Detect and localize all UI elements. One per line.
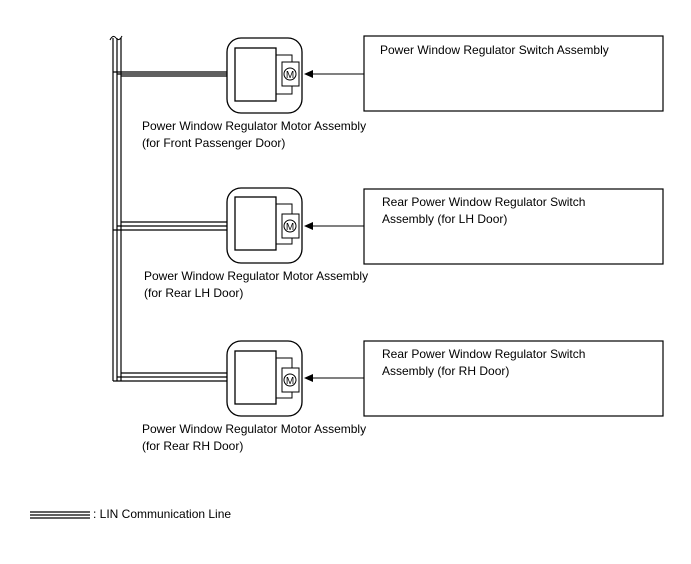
motor-label-line1: Power Window Regulator Motor Assembly xyxy=(144,269,369,283)
motor-assembly-front-passenger xyxy=(226,37,303,114)
switch-label-front-passenger: Power Window Regulator Switch Assembly xyxy=(380,42,609,59)
lin-bus-trunk xyxy=(109,35,123,381)
signal-arrow-front-passenger xyxy=(304,70,364,78)
motor-label-line2: (for Rear RH Door) xyxy=(142,439,244,453)
signal-arrow-rear-lh xyxy=(304,222,364,230)
motor-symbol: M xyxy=(286,222,294,233)
switch-label-rear-lh: Rear Power Window Regulator Switch Assem… xyxy=(382,194,585,228)
switch-label-rear-rh: Rear Power Window Regulator Switch Assem… xyxy=(382,346,585,380)
motor-label-line1: Power Window Regulator Motor Assembly xyxy=(142,119,367,133)
switch-box-front-passenger xyxy=(363,35,664,112)
switch-box-rear-rh xyxy=(363,340,664,417)
motor-label-rear-rh: Power Window Regulator Motor Assembly (f… xyxy=(142,421,366,455)
switch-label-line1: Rear Power Window Regulator Switch xyxy=(382,347,586,361)
legend-lin-line-symbol xyxy=(30,511,90,519)
signal-arrow-rear-rh xyxy=(304,374,364,382)
motor-label-front-passenger: Power Window Regulator Motor Assembly (f… xyxy=(142,118,366,152)
legend-lin-label: : LIN Communication Line xyxy=(93,507,232,521)
motor-assembly-rear-lh xyxy=(226,187,303,264)
motor-symbol: M xyxy=(286,376,294,387)
motor-label-line2: (for Front Passenger Door) xyxy=(142,136,286,150)
switch-box-rear-lh xyxy=(363,188,664,265)
motor-label-rear-lh: Power Window Regulator Motor Assembly (f… xyxy=(144,268,368,302)
lin-branch-rear-rh xyxy=(113,372,231,382)
motor-label-line2: (for Rear LH Door) xyxy=(144,286,244,300)
motor-assembly-rear-rh xyxy=(226,340,303,417)
switch-label-line1: Power Window Regulator Switch Assembly xyxy=(380,43,609,57)
lin-branch-front-passenger xyxy=(113,71,231,77)
motor-label-line1: Power Window Regulator Motor Assembly xyxy=(142,422,367,436)
switch-label-line2: Assembly (for RH Door) xyxy=(382,364,510,378)
motor-symbol: M xyxy=(286,70,294,81)
switch-label-line1: Rear Power Window Regulator Switch xyxy=(382,195,586,209)
switch-label-line2: Assembly (for LH Door) xyxy=(382,212,508,226)
lin-branch-rear-lh xyxy=(113,221,231,231)
